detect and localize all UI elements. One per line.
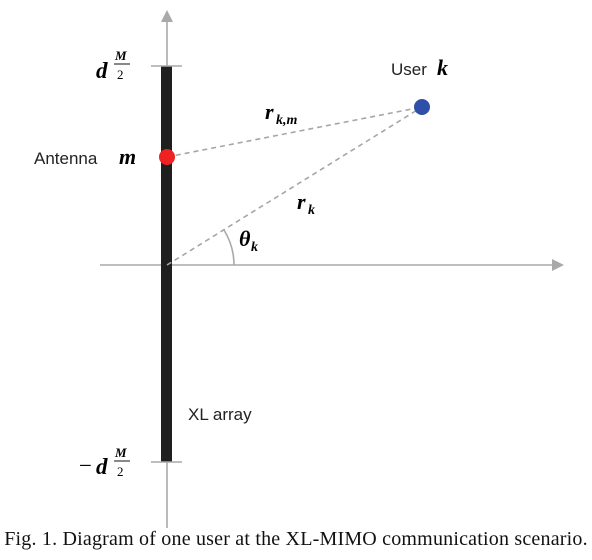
svg-text:θ: θ — [239, 226, 251, 251]
svg-text:Antenna: Antenna — [34, 149, 98, 168]
figure-caption: Fig. 1. Diagram of one user at the XL-MI… — [4, 528, 588, 550]
svg-text:M: M — [114, 48, 127, 63]
xl-array-label: XL array — [188, 405, 252, 424]
svg-text:−: − — [79, 453, 92, 478]
theta-angle-arc — [223, 229, 235, 266]
top-tick-label: d M 2 — [96, 48, 130, 83]
xl-array-bar — [161, 66, 172, 462]
svg-text:2: 2 — [117, 67, 124, 82]
bottom-tick-label: − d M 2 — [79, 445, 130, 479]
antenna-m-dot — [159, 149, 175, 165]
svg-text:M: M — [114, 445, 127, 460]
svg-text:k: k — [308, 203, 315, 218]
antenna-m-label: Antenna m — [34, 144, 136, 169]
svg-text:r: r — [297, 189, 306, 214]
svg-text:m: m — [119, 144, 136, 169]
theta-k-label: θ k — [239, 226, 258, 255]
svg-text:r: r — [265, 99, 274, 124]
dashed-line-rkm — [166, 106, 423, 158]
dashed-line-rk — [166, 106, 423, 266]
r-km-label: r k,m — [265, 99, 298, 128]
r-k-label: r k — [297, 189, 315, 218]
svg-text:d: d — [96, 58, 108, 83]
user-k-dot — [414, 99, 430, 115]
user-k-label: User k — [391, 55, 448, 80]
svg-text:k,m: k,m — [276, 113, 298, 128]
svg-text:k: k — [437, 55, 448, 80]
svg-text:User: User — [391, 60, 427, 79]
svg-text:k: k — [251, 240, 258, 255]
svg-text:d: d — [96, 454, 108, 479]
svg-text:2: 2 — [117, 464, 124, 479]
